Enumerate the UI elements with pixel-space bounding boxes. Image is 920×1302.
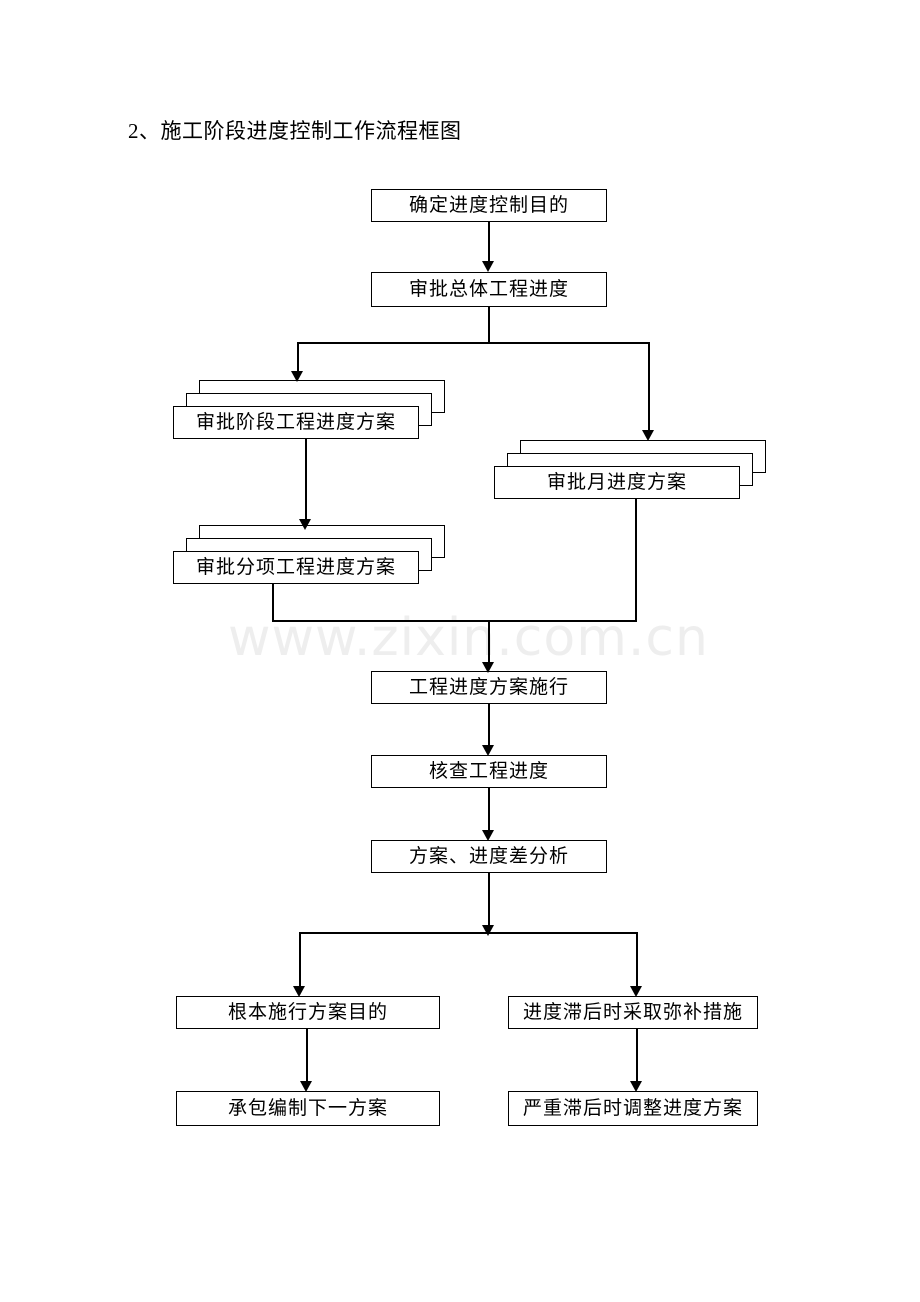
merge-bar-mid	[272, 620, 637, 622]
edge-n10-n12-arrowhead	[630, 1081, 642, 1092]
flow-node-approve-subitem-plan: 审批分项工程进度方案	[173, 551, 419, 584]
split-bottom-left-down	[299, 932, 301, 990]
watermark: www.zixin.com.cn	[228, 608, 709, 668]
edge-n6-n7-arrowhead	[482, 745, 494, 756]
edge-n9-n11	[306, 1029, 308, 1085]
flow-node-approve-overall-progress: 审批总体工程进度	[371, 272, 607, 307]
split-left-arrowhead	[291, 371, 303, 382]
flow-node-basic-plan-goal: 根本施行方案目的	[176, 996, 440, 1029]
edge-n8-arrowhead	[482, 925, 494, 936]
flow-node-confirm-goal: 确定进度控制目的	[371, 189, 607, 222]
edge-n3-n5	[305, 439, 307, 523]
edge-n10-n12	[636, 1029, 638, 1085]
edge-n4-down	[635, 499, 637, 621]
flow-node-implement-plan: 工程进度方案施行	[371, 671, 607, 704]
flow-node-remedial-measures: 进度滞后时采取弥补措施	[508, 996, 758, 1029]
edge-n5-down	[272, 584, 274, 621]
split-left-down	[297, 342, 299, 374]
edge-n9-n11-arrowhead	[300, 1081, 312, 1092]
edge-n1-n2	[488, 222, 490, 264]
merge-center-arrowhead	[482, 662, 494, 673]
edge-n8-down	[488, 873, 490, 933]
edge-n6-n7	[488, 704, 490, 749]
flow-node-check-progress: 核查工程进度	[371, 755, 607, 788]
split-bar-bottom	[299, 932, 637, 934]
edge-n2-down	[488, 307, 490, 343]
split-bottom-right-arrowhead	[630, 986, 642, 997]
flow-node-variance-analysis: 方案、进度差分析	[371, 840, 607, 873]
edge-n7-n8	[488, 788, 490, 833]
page-title: 2、施工阶段进度控制工作流程框图	[128, 119, 462, 143]
split-bottom-left-arrowhead	[293, 986, 305, 997]
split-bar-top	[297, 342, 649, 344]
edge-n3-n5-arrowhead	[299, 519, 311, 530]
split-right-down	[648, 342, 650, 433]
flow-node-contractor-next-plan: 承包编制下一方案	[176, 1091, 440, 1126]
flow-node-approve-monthly-plan: 审批月进度方案	[494, 466, 740, 499]
split-right-arrowhead	[642, 430, 654, 441]
flow-node-adjust-schedule: 严重滞后时调整进度方案	[508, 1091, 758, 1126]
edge-n7-n8-arrowhead	[482, 830, 494, 841]
split-bottom-right-down	[636, 932, 638, 990]
merge-center-down	[488, 620, 490, 667]
edge-n1-n2-arrowhead	[482, 261, 494, 272]
flow-node-approve-stage-plan: 审批阶段工程进度方案	[173, 406, 419, 439]
